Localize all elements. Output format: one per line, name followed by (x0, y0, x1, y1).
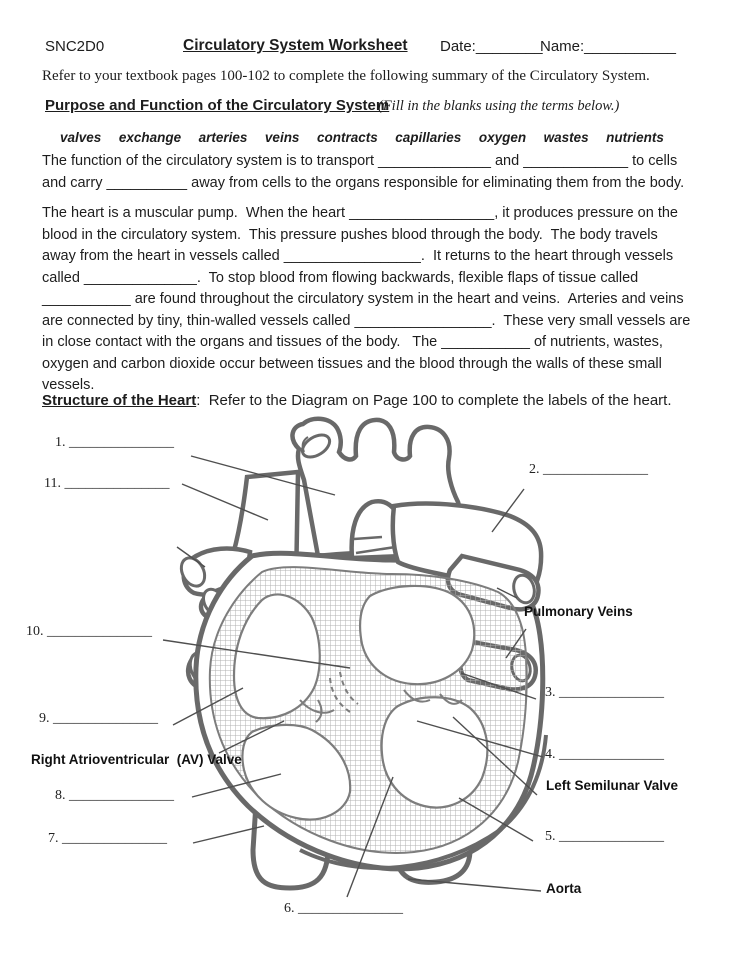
word-bank-term: valves (60, 130, 102, 145)
diagram-label-9: 9. _______________ (39, 711, 158, 726)
leader-2 (491, 488, 525, 533)
heart-diagram (162, 416, 548, 898)
diagram-label-6: 6. _______________ (284, 901, 403, 916)
name-field: Name:___________ (540, 38, 676, 55)
label-blank: _______________ (69, 788, 174, 803)
section1-heading: Purpose and Function of the Circulatory … (45, 97, 390, 114)
paragraph-heart-pump: The heart is a muscular pump. When the h… (42, 205, 691, 393)
word-bank-term: oxygen (478, 130, 527, 145)
leader-tick-svc (176, 546, 206, 568)
word-bank-term: contracts (316, 130, 378, 145)
diagram-label-8: 8. _______________ (55, 788, 174, 803)
leader-rav (218, 720, 285, 754)
paragraph-function: The function of the circulatory system i… (42, 153, 685, 191)
intro-text: Refer to your textbook pages 100-102 to … (42, 68, 650, 84)
label-right-av-valve: Right Atrioventricular (AV) Valve (31, 752, 242, 767)
page-title: Circulatory System Worksheet (183, 37, 408, 54)
left-atrium (359, 584, 476, 686)
section2-instruction: : Refer to the Diagram on Page 100 to co… (196, 392, 672, 409)
label-blank: _______________ (543, 462, 648, 477)
label-pulmonary-veins: Pulmonary Veins (524, 604, 633, 619)
leader-8 (191, 773, 282, 798)
leader-7 (192, 825, 265, 844)
word-bank-term: wastes (543, 130, 589, 145)
leader-10 (162, 639, 351, 669)
word-bank: valves exchange arteries veins contracts… (60, 130, 664, 145)
word-bank-term: capillaries (395, 130, 462, 145)
label-blank: _______________ (47, 624, 152, 639)
word-bank-term: nutrients (606, 130, 664, 145)
diagram-label-2: 2. _______________ (529, 462, 648, 477)
pericardium-edge (299, 734, 548, 871)
section2-row: Structure of the Heart: Refer to the Dia… (42, 392, 672, 409)
leader-4 (416, 720, 544, 758)
word-bank-term: arteries (198, 130, 248, 145)
leader-1 (190, 455, 336, 496)
label-left-semilunar-valve: Left Semilunar Valve (546, 778, 679, 793)
leader-3 (460, 672, 537, 700)
word-bank-term: exchange (118, 130, 182, 145)
leader-6 (346, 776, 394, 898)
section1-note: (Fill in the blanks using the terms belo… (378, 98, 620, 114)
leader-11 (181, 483, 269, 521)
label-blank: _______________ (298, 901, 403, 916)
diagram-label-7: 7. _______________ (48, 831, 167, 846)
leader-9 (172, 687, 244, 726)
vessel-opening (512, 573, 536, 605)
diagram-label-4: 4. _______________ (545, 747, 664, 762)
leader-pv-upper (496, 587, 518, 599)
leader-lines (162, 455, 544, 898)
vessel-opening (300, 433, 332, 459)
left-ventricle (380, 696, 489, 809)
right-ventricle (241, 723, 352, 821)
label-blank: _______________ (559, 685, 664, 700)
leader-aorta (407, 878, 542, 892)
label-blank: _______________ (53, 711, 158, 726)
diagram-label-5: 5. _______________ (545, 829, 664, 844)
date-field: Date:________ (440, 38, 543, 55)
course-code: SNC2D0 (45, 38, 105, 55)
word-bank-term: veins (264, 130, 300, 145)
label-blank: _______________ (559, 829, 664, 844)
diagram-label-3: 3. _______________ (545, 685, 664, 700)
label-aorta: Aorta (546, 881, 582, 896)
vessel-opening (179, 556, 207, 588)
label-blank: _______________ (69, 435, 174, 450)
label-blank: _______________ (62, 831, 167, 846)
diagram-label-11: 11. _______________ (44, 476, 170, 491)
diagram-label-10: 10. _______________ (26, 624, 152, 639)
leader-lsv (452, 716, 538, 796)
valve-flaps (299, 671, 463, 723)
section2-heading: Structure of the Heart (42, 392, 197, 409)
diagram-label-1: 1. _______________ (55, 435, 174, 450)
label-blank: _______________ (559, 747, 664, 762)
right-atrium (232, 593, 321, 720)
leader-pv-lower (505, 628, 527, 659)
leader-5 (458, 797, 534, 842)
label-blank: _______________ (64, 476, 170, 491)
